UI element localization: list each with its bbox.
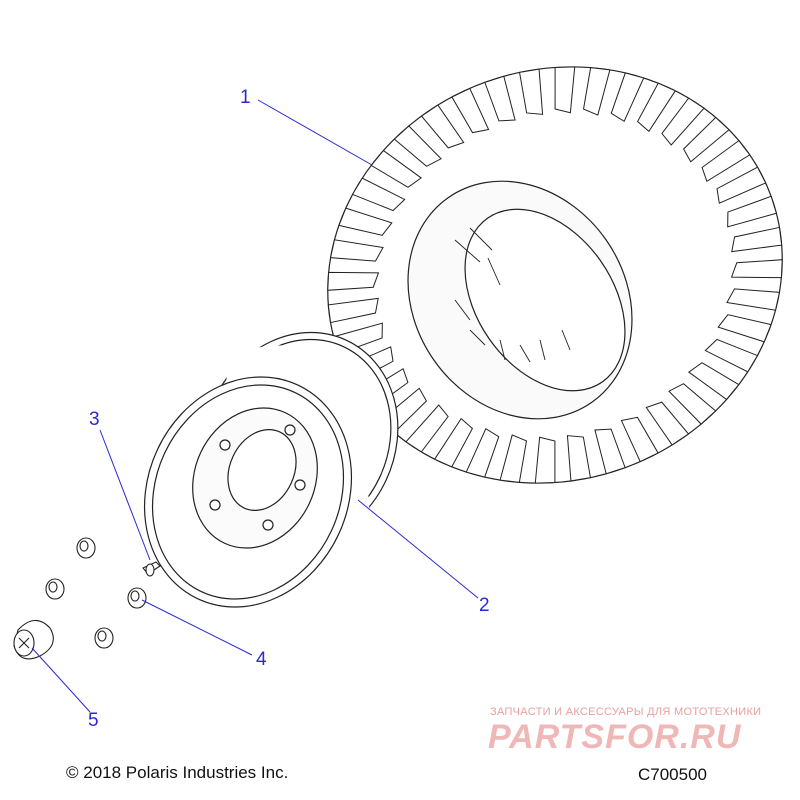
callout-1: 1 [240, 87, 251, 108]
watermark-tagline: ЗАПЧАСТИ И АКСЕССУАРЫ ДЛЯ МОТОТЕХНИКИ [490, 706, 762, 718]
valve-stem-drawing [142, 561, 161, 577]
copyright-text: © 2018 Polaris Industries Inc. [66, 763, 289, 782]
tread-lug [636, 82, 677, 133]
tread-lug [451, 87, 490, 134]
leader-lines [31, 99, 479, 713]
leader-line-4 [141, 599, 253, 656]
tread-lug [582, 67, 611, 116]
tread-lug [717, 314, 772, 343]
tread-lug [716, 166, 767, 204]
tread-lug [704, 338, 759, 373]
tread-lug [668, 383, 717, 425]
callout-5: 5 [88, 710, 99, 731]
tread-lug [620, 416, 659, 463]
tread-lug [726, 288, 781, 311]
callout-3: 3 [89, 409, 100, 430]
tread-lug [329, 239, 384, 262]
wheel-drawing [143, 331, 399, 608]
watermark-logo: PARTSFOR.RU [488, 718, 742, 756]
tread-lug [730, 259, 783, 279]
tread-lug [610, 72, 645, 123]
leader-line-5 [31, 647, 91, 713]
tread-lug [731, 226, 783, 253]
tread-lug [393, 125, 442, 167]
callout-2: 2 [479, 595, 490, 616]
tire-drawing [327, 66, 783, 484]
tread-lug [687, 362, 740, 401]
tread-lug [433, 417, 474, 468]
tread-lug [465, 427, 500, 478]
tread-lug [701, 139, 751, 183]
hub-cap-drawing [13, 619, 54, 660]
tread-lug [682, 116, 730, 163]
tread-lug [566, 435, 592, 482]
tread-lug [534, 436, 556, 484]
tread-lug [645, 401, 690, 446]
leader-line-1 [257, 99, 373, 166]
drawing-code: C700500 [638, 765, 708, 784]
callout-4: 4 [256, 649, 267, 670]
tread-lug [327, 297, 379, 324]
tread-lug [727, 195, 778, 228]
lug-nuts-drawing [45, 537, 147, 649]
tread-lug [518, 68, 544, 115]
tread-lug [351, 177, 406, 212]
leader-line-2 [357, 499, 479, 599]
tread-lug [554, 66, 576, 114]
tread-lug [499, 434, 528, 483]
tread-lug [420, 104, 465, 149]
tread-lug [484, 75, 516, 122]
leader-line-3 [99, 429, 151, 561]
tread-lug [327, 271, 380, 291]
tread-lug [370, 149, 423, 188]
tread-lug [338, 207, 393, 236]
tread-lug [594, 428, 626, 475]
tread-lug [405, 404, 449, 453]
tread-lug [661, 97, 705, 146]
